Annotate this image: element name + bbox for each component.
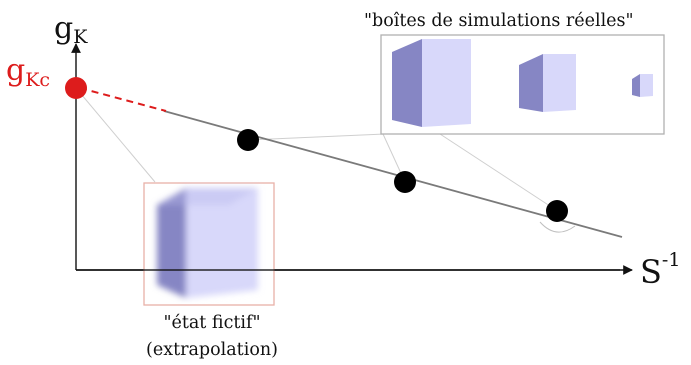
intercept-label: gKc [6,53,50,91]
simulation-boxes-caption: "boîtes de simulations réelles" [364,11,634,31]
connector-arc [539,221,576,233]
small-cube-icon [632,74,653,97]
fictive-cube-icon [157,188,258,298]
intercept-point [65,77,87,99]
extrapolation-dashed-line [79,87,167,112]
simulation-boxes-inset [380,34,665,135]
fictive-state-caption-line1: "état fictif" [163,313,260,333]
data-point [237,129,259,151]
fit-line [163,110,623,238]
fictive-state-caption-line2: (extrapolation) [146,340,278,360]
x-axis-label: S-1 [640,249,680,291]
connector-point3-to-inset [439,133,557,211]
y-axis-label: gK [54,11,88,48]
data-point [546,200,568,222]
data-point [394,171,416,193]
large-cube-icon [392,39,471,127]
data-points [237,129,568,222]
connector-intercept-to-fictive [75,87,156,183]
connector-point1-to-inset [247,133,386,141]
medium-cube-icon [519,54,576,112]
fictive-state-box [143,182,275,306]
